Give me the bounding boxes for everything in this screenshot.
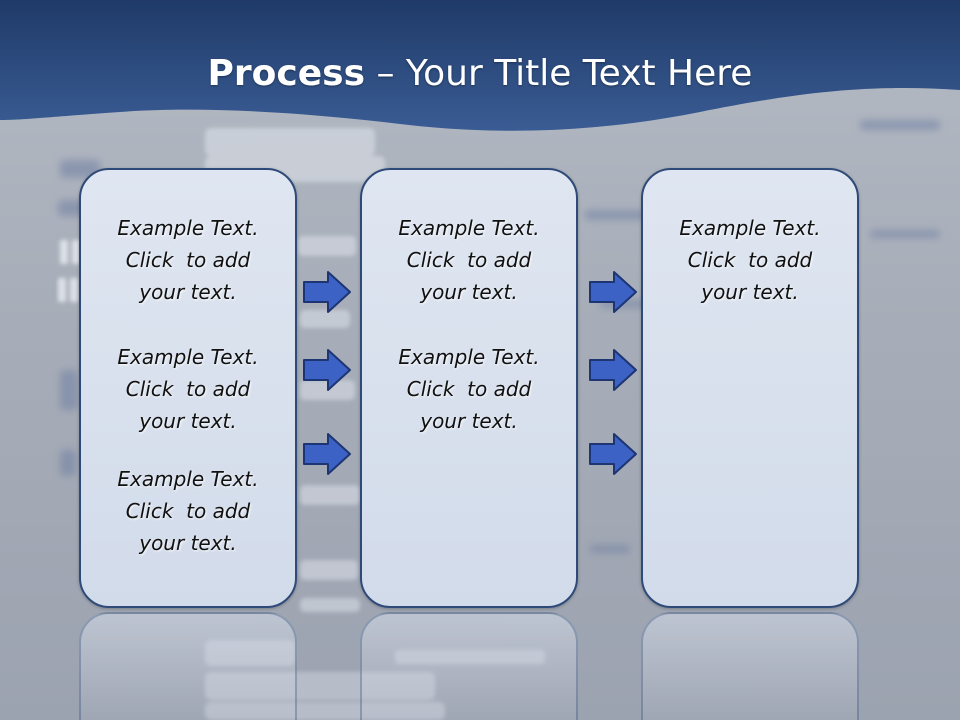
text-line: Click to add [125, 499, 251, 523]
title-rest: – Your Title Text Here [365, 53, 753, 94]
text-line: your text. [139, 409, 237, 433]
text-line: Click to add [687, 248, 813, 272]
text-line: Example Text. [117, 216, 259, 240]
text-line: Click to add [125, 377, 251, 401]
right-arrow-icon[interactable] [588, 270, 638, 314]
text-block[interactable]: Example Text. Click to add your text. [81, 341, 295, 437]
column-reflection [79, 612, 297, 720]
process-column-1[interactable]: Example Text. Click to add your text. Ex… [79, 168, 297, 608]
text-block[interactable]: Example Text. Click to add your text. [643, 212, 857, 308]
text-line: Example Text. [679, 216, 821, 240]
process-column-3[interactable]: Example Text. Click to add your text. [641, 168, 859, 608]
text-line: Example Text. [398, 216, 540, 240]
text-line: your text. [139, 280, 237, 304]
right-arrow-icon[interactable] [588, 348, 638, 392]
title-bold: Process [207, 53, 366, 94]
header-band [0, 0, 960, 131]
text-line: Example Text. [117, 467, 259, 491]
text-line: your text. [701, 280, 799, 304]
text-line: your text. [420, 409, 518, 433]
text-line: Click to add [406, 377, 532, 401]
process-column-2[interactable]: Example Text. Click to add your text. Ex… [360, 168, 578, 608]
right-arrow-icon[interactable] [302, 270, 352, 314]
text-line: Click to add [406, 248, 532, 272]
right-arrow-icon[interactable] [302, 432, 352, 476]
right-arrow-icon[interactable] [302, 348, 352, 392]
text-line: Click to add [125, 248, 251, 272]
text-line: Example Text. [117, 345, 259, 369]
text-line: Example Text. [398, 345, 540, 369]
text-line: your text. [420, 280, 518, 304]
column-reflection [641, 612, 859, 720]
column-reflection [360, 612, 578, 720]
text-block[interactable]: Example Text. Click to add your text. [362, 212, 576, 308]
right-arrow-icon[interactable] [588, 432, 638, 476]
text-block[interactable]: Example Text. Click to add your text. [362, 341, 576, 437]
text-line: your text. [139, 531, 237, 555]
slide-title[interactable]: Process – Your Title Text Here [0, 52, 960, 96]
text-block[interactable]: Example Text. Click to add your text. [81, 212, 295, 308]
text-block[interactable]: Example Text. Click to add your text. [81, 463, 295, 559]
